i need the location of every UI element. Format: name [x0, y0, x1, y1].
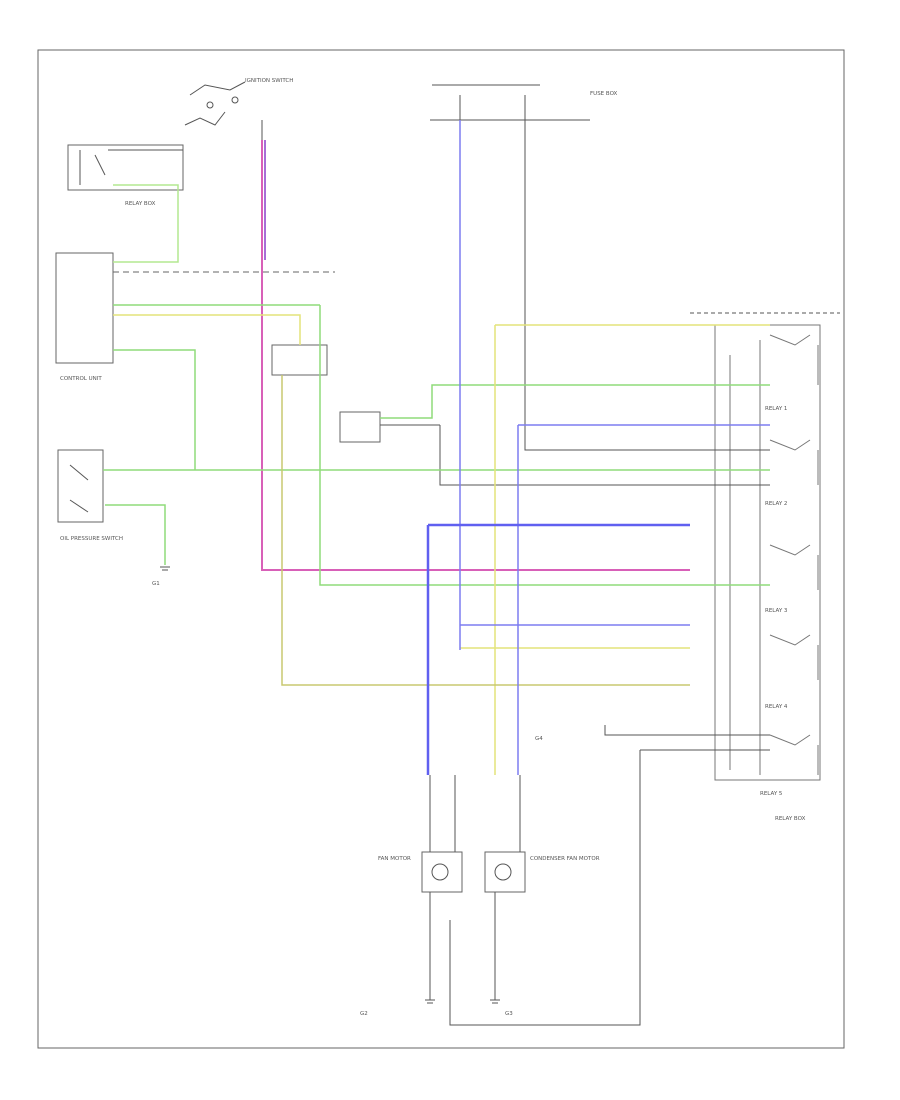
ground-bottom-left-label: G2 [360, 1011, 368, 1017]
ground-mid-label: G4 [535, 736, 543, 742]
fan-motor-label: FAN MOTOR [378, 856, 411, 862]
relay-5-label: RELAY 5 [760, 791, 783, 797]
relay-3-label: RELAY 3 [765, 608, 788, 614]
control-unit-label: CONTROL UNIT [60, 376, 102, 382]
relay-box-label: RELAY BOX [775, 816, 806, 822]
wire-olive [281, 375, 690, 686]
relay-2-label: RELAY 2 [765, 501, 787, 507]
condenser-motor-label: CONDENSER FAN MOTOR [530, 856, 600, 862]
ground-bottom-right-label: G3 [505, 1011, 513, 1017]
ecu-relay-label: RELAY BOX [125, 201, 156, 207]
wire-green [103, 304, 770, 586]
black-wires [55, 81, 840, 1026]
relay-1-label: RELAY 1 [765, 406, 787, 412]
diagram-frame [37, 49, 845, 1049]
oil-pressure-switch-label: OIL PRESSURE SWITCH [60, 536, 123, 542]
wire-yellow [113, 314, 770, 775]
ignition-switch-label: IGNITION SWITCH [245, 78, 293, 84]
relay-4-label: RELAY 4 [765, 704, 788, 710]
component-labels: IGNITION SWITCH FUSE BOX RELAY BOX CONTR… [60, 78, 806, 1017]
wire-pink [261, 140, 690, 571]
wire-blue [459, 120, 770, 775]
fuse-box-label: FUSE BOX [590, 91, 618, 97]
ground-left-label: G1 [152, 581, 160, 587]
wire-blue-thick [426, 523, 690, 775]
wire-lightgreen [113, 184, 179, 263]
